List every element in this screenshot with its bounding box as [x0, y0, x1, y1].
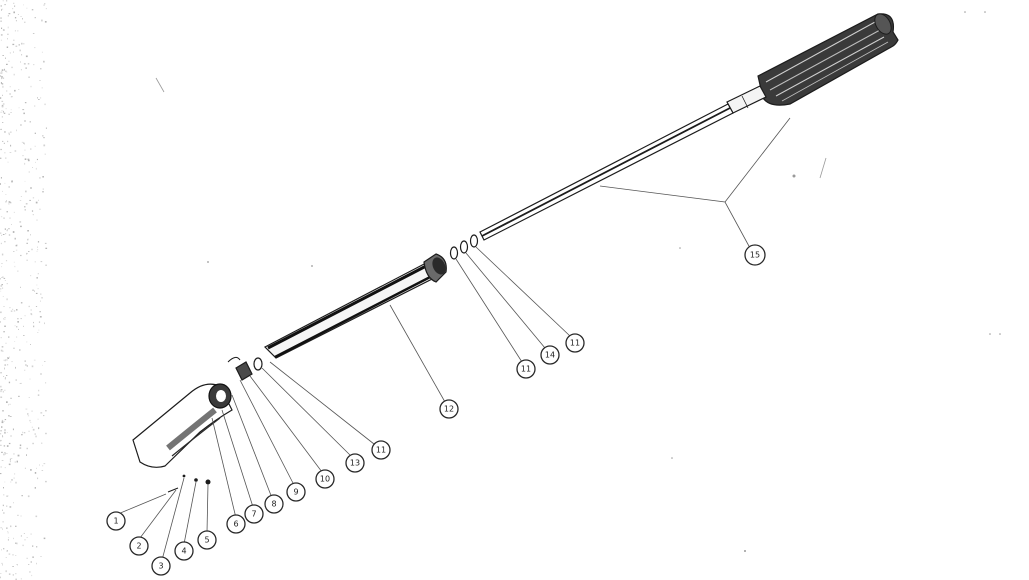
callout-7-label: 7 [251, 510, 256, 519]
callout-15-label: 15 [750, 251, 760, 260]
upper-rod [479, 103, 734, 241]
upper-rings [449, 234, 479, 260]
callout-3-label: 3 [158, 562, 163, 571]
callout-5: 5 [197, 530, 217, 550]
callout-3: 3 [151, 556, 171, 576]
callout-11-lower: 11 [371, 440, 391, 460]
callout-2-label: 2 [136, 542, 141, 551]
lower-tube [263, 253, 447, 359]
callout-4: 4 [174, 541, 194, 561]
callout-2: 2 [129, 536, 149, 556]
callout-6: 6 [226, 514, 246, 534]
callout-10: 10 [315, 469, 335, 489]
callout-12: 12 [439, 399, 459, 419]
callout-6-label: 6 [233, 520, 238, 529]
nozzle-body [132, 356, 263, 493]
callout-5-label: 5 [204, 536, 209, 545]
callout-4-label: 4 [181, 547, 186, 556]
callout-1-label: 1 [113, 517, 118, 526]
callout-9: 9 [286, 482, 306, 502]
leader-lines [117, 117, 791, 561]
callout-11-upper-a-label: 11 [521, 365, 531, 374]
callout-14: 14 [540, 345, 560, 365]
callout-14-label: 14 [545, 351, 555, 360]
callout-11-upper-b-label: 11 [570, 339, 580, 348]
callout-13: 13 [345, 453, 365, 473]
callout-8: 8 [264, 494, 284, 514]
scan-specks [155, 11, 1001, 552]
callout-11-upper-a: 11 [516, 359, 536, 379]
callout-7: 7 [244, 504, 264, 524]
callout-13-label: 13 [350, 459, 360, 468]
callout-9-label: 9 [293, 488, 298, 497]
callout-12-label: 12 [444, 405, 454, 414]
callout-11-lower-label: 11 [376, 446, 386, 455]
callout-10-label: 10 [320, 475, 330, 484]
callout-1: 1 [106, 511, 126, 531]
scan-edge-noise [0, 0, 48, 580]
handle-grip [726, 13, 899, 114]
callout-8-label: 8 [271, 500, 276, 509]
callout-11-upper-b: 11 [565, 333, 585, 353]
callout-15: 15 [744, 244, 766, 266]
